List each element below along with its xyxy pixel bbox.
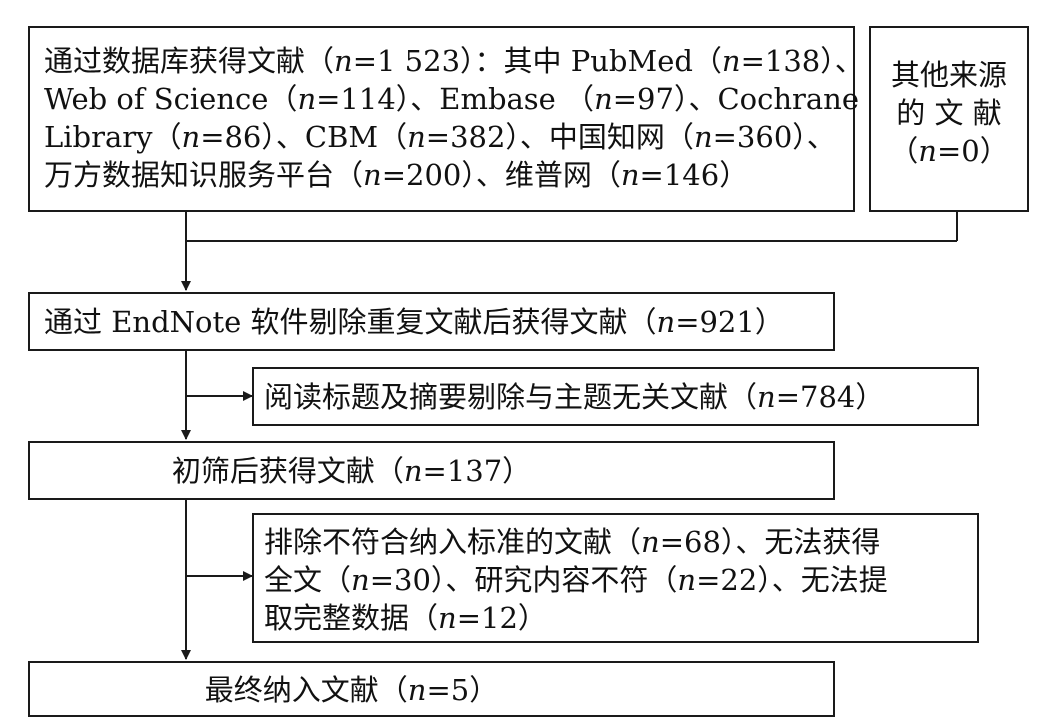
database-sources-line-1: 通过数据库获得文献（n=1 523）：其中 PubMed（n=138）、 bbox=[44, 44, 864, 78]
database-sources-line-4: 万方数据知识服务平台（n=200）、维普网（n=146） bbox=[44, 158, 749, 192]
after-dedup-box: 通过 EndNote 软件剔除重复文献后获得文献（n=921） bbox=[28, 292, 835, 351]
excluded-fulltext-line-2: 全文（n=30）、研究内容不符（n=22）、无法提 bbox=[264, 563, 888, 597]
other-sources-box: 其他来源 的 文 献 （n=0） bbox=[869, 26, 1029, 212]
after-screening-box: 初筛后获得文献（n=137） bbox=[28, 441, 835, 500]
after-dedup-text: 通过 EndNote 软件剔除重复文献后获得文献（n=921） bbox=[44, 305, 784, 339]
final-included-box: 最终纳入文献（n=5） bbox=[28, 661, 835, 717]
excluded-fulltext-box: 排除不符合纳入标准的文献（n=68）、无法获得 全文（n=30）、研究内容不符（… bbox=[252, 513, 979, 643]
excluded-fulltext-line-3: 取完整数据（n=12） bbox=[264, 601, 547, 635]
other-sources-line-1: 其他来源 bbox=[890, 58, 1007, 92]
other-sources-line-2: 的 文 献 bbox=[896, 96, 1002, 130]
other-sources-line-3: （n=0） bbox=[889, 134, 1009, 168]
excluded-fulltext-line-1: 排除不符合纳入标准的文献（n=68）、无法获得 bbox=[264, 525, 881, 559]
after-screening-text: 初筛后获得文献（n=137） bbox=[171, 454, 532, 488]
excluded-title-abstract-box: 阅读标题及摘要剔除与主题无关文献（n=784） bbox=[252, 367, 979, 426]
database-sources-line-3: Library（n=86）、CBM（n=382）、中国知网（n=360）、 bbox=[44, 120, 836, 154]
excluded-title-abstract-text: 阅读标题及摘要剔除与主题无关文献（n=784） bbox=[264, 380, 885, 414]
database-sources-line-2: Web of Science（n=114）、Embase （n=97）、Coch… bbox=[44, 82, 860, 116]
database-sources-box: 通过数据库获得文献（n=1 523）：其中 PubMed（n=138）、 Web… bbox=[28, 26, 864, 212]
final-included-text: 最终纳入文献（n=5） bbox=[204, 673, 499, 707]
